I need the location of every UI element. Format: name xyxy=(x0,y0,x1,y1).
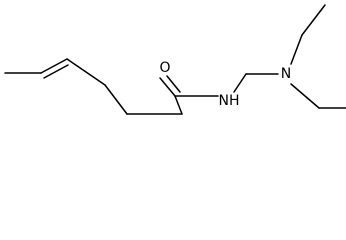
bond-c6-c5-double-outer xyxy=(40,58,68,74)
amide-nitrogen-label: NH xyxy=(219,93,240,109)
bond-carbonyl-inner xyxy=(166,75,181,93)
bond-c2-c1 xyxy=(174,95,183,115)
oxygen-atom-label: O xyxy=(159,60,170,76)
amine-nitrogen-label: N xyxy=(281,66,291,82)
bond-n-ethyl2-ch2 xyxy=(290,83,320,109)
bond-ethyl1-ch3 xyxy=(301,4,326,36)
bond-c6-c5-double-inner xyxy=(43,64,69,79)
bond-nh-ch2 xyxy=(233,73,247,93)
bond-c5-c4 xyxy=(66,58,106,86)
bond-n-ethyl1-ch2 xyxy=(290,34,303,65)
bond-carbonyl-outer xyxy=(159,77,176,97)
bond-c4-c3 xyxy=(104,84,128,115)
structure-diagram: O NH N xyxy=(4,4,346,115)
